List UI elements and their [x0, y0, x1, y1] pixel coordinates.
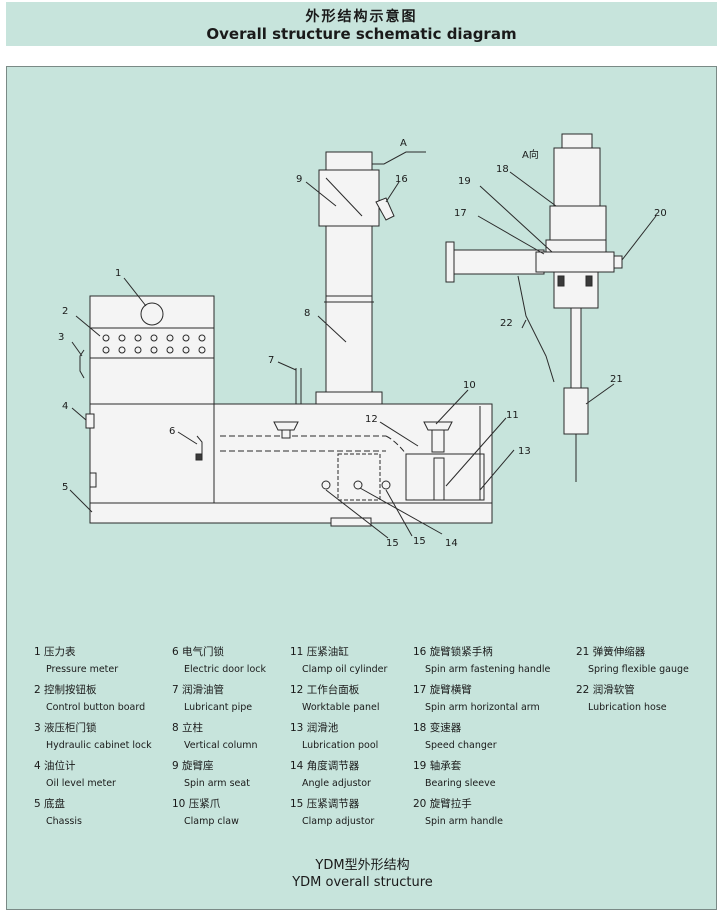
vertical-column — [325, 295, 373, 393]
hydraulic-cabinet — [89, 295, 215, 504]
callout-13: 13 — [518, 446, 531, 457]
callout-16: 16 — [395, 174, 408, 185]
lubrication-pool — [405, 453, 485, 501]
callout-10: 10 — [463, 380, 476, 391]
angle-adjustor-housing — [337, 453, 381, 501]
control-button-board — [89, 327, 215, 359]
cabinet-hinge — [89, 472, 97, 488]
diagram-caption: YDM型外形结构 YDM overall structure — [0, 857, 725, 891]
callout-4: 4 — [62, 401, 68, 412]
speed-changer — [549, 205, 607, 241]
control-buttons — [102, 334, 206, 354]
title-english: Overall structure schematic diagram — [206, 25, 517, 43]
callout-14: 14 — [445, 538, 458, 549]
callout-17: 17 — [454, 208, 467, 219]
callout-11: 11 — [506, 410, 519, 421]
spin-arm-handle — [613, 255, 623, 269]
callout-21: 21 — [610, 374, 623, 385]
callout-15-b: 15 — [413, 536, 426, 547]
clamp-adjustor-right — [381, 480, 391, 490]
callout-12: 12 — [365, 414, 378, 425]
callout-6: 6 — [169, 426, 175, 437]
callout-1: 1 — [115, 268, 121, 279]
direction-a-arrow — [372, 151, 426, 165]
electric-door-lock — [196, 435, 203, 458]
callout-15-a: 15 — [386, 538, 399, 549]
callout-18: 18 — [496, 164, 509, 175]
oil-level-meter — [85, 413, 95, 429]
clamp-adjustor-left — [321, 480, 331, 490]
callout-9: 9 — [296, 174, 302, 185]
callout-8: 8 — [304, 308, 310, 319]
caption-english: YDM overall structure — [292, 875, 433, 890]
callout-22: 22 — [500, 318, 513, 329]
title-chinese: 外形结构示意图 — [305, 9, 418, 25]
angle-adjustor-knob — [353, 480, 363, 490]
callout-5: 5 — [62, 482, 68, 493]
callout-3: 3 — [58, 332, 64, 343]
chassis — [89, 502, 493, 524]
callout-20: 20 — [654, 208, 667, 219]
spring-flexible-gauge — [563, 387, 589, 435]
clamp-claw — [423, 421, 453, 431]
lubrication-hose — [517, 275, 555, 383]
caption-chinese: YDM型外形结构 — [315, 858, 410, 873]
leader-lines — [69, 171, 657, 539]
machine-schematic: 1 2 3 4 5 6 7 8 9 10 11 12 13 14 15 15 1… — [58, 133, 667, 549]
callout-7: 7 — [268, 355, 274, 366]
callout-a-direction: A向 — [522, 148, 539, 161]
pressure-meter — [140, 302, 164, 326]
callout-labels: 1 2 3 4 5 6 7 8 9 10 11 12 13 14 15 15 1… — [58, 138, 667, 549]
bearing-sleeve — [535, 251, 615, 273]
hydraulic-cabinet-lock — [79, 349, 85, 379]
callout-a: A — [400, 138, 407, 149]
clamp-claw-left — [273, 421, 299, 431]
callout-2: 2 — [62, 306, 68, 317]
title-banner: 外形结构示意图 Overall structure schematic diag… — [6, 2, 717, 46]
spin-arm-horizontal — [453, 249, 545, 275]
column-base — [315, 391, 383, 405]
spin-arm-seat — [318, 169, 380, 227]
foot-plate — [330, 517, 372, 527]
callout-19: 19 — [458, 176, 471, 187]
spindle — [570, 307, 582, 389]
spin-arm-fastening-handle — [375, 197, 395, 221]
motor — [553, 147, 601, 207]
